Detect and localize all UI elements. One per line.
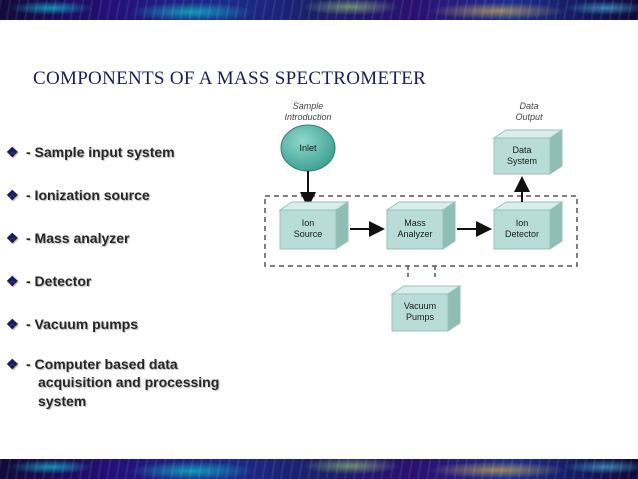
sample-caption-line2: Introduction	[284, 112, 331, 122]
diamond-bullet-icon: ❖	[6, 187, 19, 203]
ion-detector-box: Ion Detector	[492, 201, 564, 250]
bottom-decorative-banner	[0, 459, 638, 479]
list-item-text: - Computer based data	[26, 356, 178, 372]
ion-source-box: Ion Source	[278, 201, 350, 250]
data-system-label-1: Data	[512, 145, 531, 155]
data-system-box: Data System	[492, 129, 564, 175]
top-decorative-banner	[0, 0, 638, 20]
data-caption-line1: Data	[519, 101, 538, 111]
inlet-node: Inlet	[280, 124, 336, 172]
slide-title: COMPONENTS OF A MASS SPECTROMETER	[33, 68, 427, 88]
list-item: ❖ - Mass analyzer	[6, 230, 130, 247]
ion-source-label-2: Source	[294, 229, 323, 239]
list-item: ❖ - Ionization source	[6, 187, 150, 204]
list-item: ❖ - Vacuum pumps	[6, 316, 138, 333]
vacuum-enclosure	[264, 195, 578, 267]
list-item-text: - Ionization source	[26, 187, 150, 203]
diamond-bullet-icon: ❖	[6, 230, 19, 246]
ion-detector-label-2: Detector	[505, 229, 539, 239]
vacuum-pumps-label-1: Vacuum	[404, 301, 436, 311]
list-item-text: - Sample input system	[26, 144, 175, 160]
data-caption-line2: Output	[515, 112, 543, 122]
ion-detector-label-1: Ion	[516, 218, 529, 228]
sample-caption-line1: Sample	[293, 101, 324, 111]
list-item: ❖ - Sample input system	[6, 144, 175, 161]
diamond-bullet-icon: ❖	[6, 356, 19, 372]
list-item-text: - Detector	[26, 273, 92, 289]
data-system-label-2: System	[507, 156, 537, 166]
diamond-bullet-icon: ❖	[6, 316, 19, 332]
diamond-bullet-icon: ❖	[6, 144, 19, 160]
inlet-label: Inlet	[299, 143, 317, 153]
list-item: ❖ - Computer based data acquisition and p…	[6, 356, 219, 411]
list-item: ❖ - Detector	[6, 273, 91, 290]
list-item-text: - Mass analyzer	[26, 230, 130, 246]
mass-analyzer-box: Mass Analyzer	[385, 201, 457, 250]
mass-spectrometer-diagram: Sample Introduction Data Output Inlet Io…	[264, 101, 578, 332]
vacuum-pumps-label-2: Pumps	[406, 312, 435, 322]
mass-analyzer-label-2: Analyzer	[397, 229, 432, 239]
list-item-continuation: system	[38, 393, 87, 409]
ion-source-label-1: Ion	[302, 218, 315, 228]
mass-analyzer-label-1: Mass	[404, 218, 426, 228]
vacuum-pumps-box: Vacuum Pumps	[390, 285, 462, 332]
list-item-continuation: acquisition and processing	[38, 374, 220, 390]
list-item-text: - Vacuum pumps	[26, 316, 139, 332]
diamond-bullet-icon: ❖	[6, 273, 19, 289]
